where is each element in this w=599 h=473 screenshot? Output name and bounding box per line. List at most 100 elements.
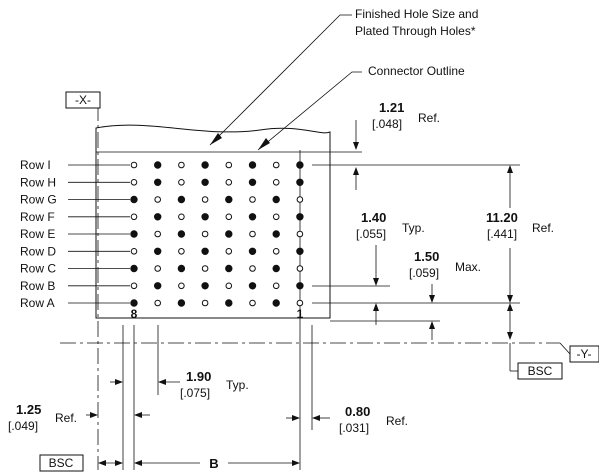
open-hole [225, 213, 233, 221]
hole-grid [130, 161, 304, 307]
open-hole [296, 230, 304, 238]
callout-finished-hole-1: Finished Hole Size and [355, 7, 478, 21]
dim-150-in: [.059] [409, 266, 439, 280]
plated-hole [130, 299, 138, 307]
datum-y-label: -Y- [577, 347, 592, 361]
open-hole [225, 161, 233, 169]
open-hole [178, 179, 185, 186]
open-hole [130, 282, 138, 290]
row-label: Row C [20, 262, 56, 276]
open-hole [296, 196, 304, 203]
open-hole [154, 196, 161, 203]
dim-140-mm: 1.40 [361, 210, 386, 225]
row-label: Row B [20, 279, 55, 293]
open-hole [201, 265, 209, 272]
plated-hole [248, 178, 257, 187]
bsc-left-box [39, 454, 84, 472]
dim-080-note: Ref. [386, 414, 408, 428]
dim-140-in: [.055] [356, 227, 386, 241]
open-hole [296, 299, 304, 307]
dim-125-in: [.049] [8, 419, 38, 433]
leader-finished-hole-arrow [210, 133, 222, 145]
open-hole [272, 161, 280, 169]
plated-hole [177, 230, 186, 238]
column-label-right: 1 [297, 307, 304, 321]
connector-outline [95, 124, 331, 319]
open-hole [154, 230, 161, 238]
dim-1120-note: Ref. [532, 221, 554, 235]
dim-080-mm: 0.80 [345, 404, 370, 419]
dim-1120-mm: 11.20 [486, 210, 518, 225]
plated-hole [177, 264, 186, 273]
dim-125-arrowhead-left [90, 412, 98, 418]
plated-hole [272, 195, 280, 204]
plated-hole [154, 247, 162, 256]
dim-1120-text-mask [484, 208, 544, 248]
dim-125-note: Ref. [55, 411, 77, 425]
open-hole [272, 282, 280, 290]
dim-b-arrowhead-right [292, 460, 300, 466]
dim-1120-arrowhead-bottom [507, 295, 513, 303]
plated-hole [177, 195, 186, 204]
plated-hole [225, 230, 233, 238]
dim-080-in: [.031] [339, 421, 369, 435]
plated-hole [201, 161, 209, 169]
dim-121-arrowhead-bottom [353, 167, 359, 175]
open-hole [154, 265, 161, 272]
plated-hole [248, 247, 257, 256]
row-label: Row F [20, 210, 55, 224]
dim-190-arrowhead-right [158, 379, 166, 385]
dim-150-note: Max. [455, 260, 481, 274]
dim-121-note: Ref. [418, 111, 440, 125]
plated-hole [154, 178, 162, 187]
open-hole [130, 179, 138, 186]
row-label: Row I [20, 158, 51, 172]
plated-hole [272, 299, 280, 307]
dim-190-arrowhead-left [115, 379, 123, 385]
plated-hole [248, 213, 257, 221]
plated-hole [248, 161, 257, 169]
callout-finished-hole-2: Plated Through Holes* [355, 24, 476, 38]
plated-hole [248, 282, 257, 290]
dim-125-arrowhead-right [134, 412, 142, 418]
open-hole [249, 265, 256, 272]
dim-080-arrowhead-right [312, 415, 320, 421]
dim-bsc-arrowhead-right [115, 460, 123, 466]
open-hole [154, 299, 161, 307]
row-label: Row A [20, 296, 55, 310]
open-hole [296, 265, 304, 272]
datum-x-label: -X- [75, 93, 91, 107]
y-leader-2 [559, 342, 571, 355]
column-label-left: 8 [131, 307, 138, 321]
bsc-left-label: BSC [49, 456, 74, 470]
callout-connector-outline: Connector Outline [368, 64, 465, 78]
dim-150-arrowhead-bottom [429, 321, 435, 329]
open-hole [272, 179, 280, 186]
plated-hole [130, 264, 138, 273]
open-hole [178, 161, 185, 169]
row-label: Row G [20, 193, 57, 207]
plated-hole [296, 213, 304, 221]
open-hole [225, 179, 233, 186]
dim-140-arrowhead-top [373, 278, 379, 286]
plated-hole [201, 282, 209, 290]
dim-150-arrowhead-top [429, 295, 435, 303]
row-label: Row H [20, 175, 56, 189]
dim-080-arrowhead-left [292, 415, 300, 421]
plated-hole [201, 178, 209, 187]
dim-150-mm: 1.50 [414, 249, 439, 264]
open-hole [130, 161, 138, 169]
plated-hole [130, 195, 138, 204]
dim-121-arrowhead-top [353, 142, 359, 150]
dim-bsc-arrowhead-left [98, 460, 106, 466]
dim-190-note: Typ. [226, 378, 249, 392]
dim-140-note: Typ. [402, 221, 425, 235]
row-label: Row E [20, 227, 55, 241]
open-hole [201, 196, 209, 203]
bsc-right-label: BSC [528, 364, 553, 378]
plated-hole [201, 213, 209, 221]
open-hole [130, 248, 138, 255]
dim-121-in: [.048] [372, 117, 402, 131]
